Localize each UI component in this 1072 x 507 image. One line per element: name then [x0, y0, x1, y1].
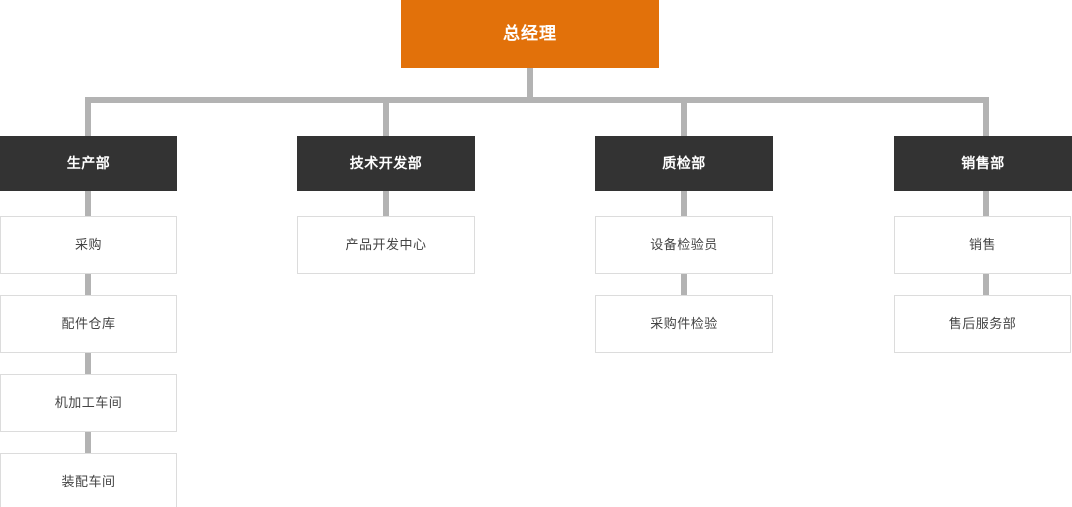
connector-bus-to-sales	[983, 97, 989, 136]
connector-quality-inspection-to-child-1	[681, 191, 687, 216]
org-node-product-development-center[interactable]: 产品开发中心	[297, 216, 475, 274]
connector-sales-to-child-2	[983, 274, 989, 295]
org-node-label: 技术开发部	[349, 155, 423, 172]
org-node-purchased-parts-inspection[interactable]: 采购件检验	[595, 295, 773, 353]
org-node-after-sales-service-department[interactable]: 售后服务部	[894, 295, 1071, 353]
org-node-label: 装配车间	[61, 474, 116, 490]
org-node-quality-inspection-department[interactable]: 质检部	[595, 136, 773, 191]
connector-root-stem	[527, 68, 533, 103]
connector-production-to-child-3	[85, 353, 91, 374]
connector-bus-to-production	[85, 97, 91, 136]
connector-quality-inspection-to-child-2	[681, 274, 687, 295]
org-node-sales-department[interactable]: 销售部	[894, 136, 1072, 191]
org-node-label: 总经理	[503, 23, 557, 43]
org-node-label: 配件仓库	[61, 316, 116, 332]
org-node-label: 生产部	[66, 155, 111, 172]
connector-horizontal-bus	[85, 97, 989, 103]
org-node-label: 采购	[74, 237, 102, 253]
org-node-sales[interactable]: 销售	[894, 216, 1071, 274]
org-node-parts-warehouse[interactable]: 配件仓库	[0, 295, 177, 353]
org-node-production-department[interactable]: 生产部	[0, 136, 177, 191]
org-node-label: 产品开发中心	[345, 237, 427, 253]
org-node-assembly-workshop[interactable]: 装配车间	[0, 453, 177, 507]
org-node-machining-workshop[interactable]: 机加工车间	[0, 374, 177, 432]
org-node-label: 销售部	[961, 155, 1005, 172]
connector-production-to-child-4	[85, 432, 91, 453]
org-node-label: 售后服务部	[948, 316, 1017, 332]
connector-bus-to-quality-inspection	[681, 97, 687, 136]
org-node-tech-development-department[interactable]: 技术开发部	[297, 136, 475, 191]
org-node-label: 采购件检验	[650, 316, 718, 332]
org-node-general-manager[interactable]: 总经理	[401, 0, 659, 68]
connector-production-to-child-1	[85, 191, 91, 216]
org-node-equipment-inspector[interactable]: 设备检验员	[595, 216, 773, 274]
connector-production-to-child-2	[85, 274, 91, 295]
org-node-label: 设备检验员	[650, 237, 718, 253]
org-node-label: 机加工车间	[54, 395, 123, 411]
org-node-label: 销售	[968, 237, 996, 253]
org-node-label: 质检部	[662, 155, 706, 172]
connector-bus-to-tech-development	[383, 97, 389, 136]
org-node-procurement[interactable]: 采购	[0, 216, 177, 274]
connector-tech-development-to-child-1	[383, 191, 389, 216]
connector-sales-to-child-1	[983, 191, 989, 216]
